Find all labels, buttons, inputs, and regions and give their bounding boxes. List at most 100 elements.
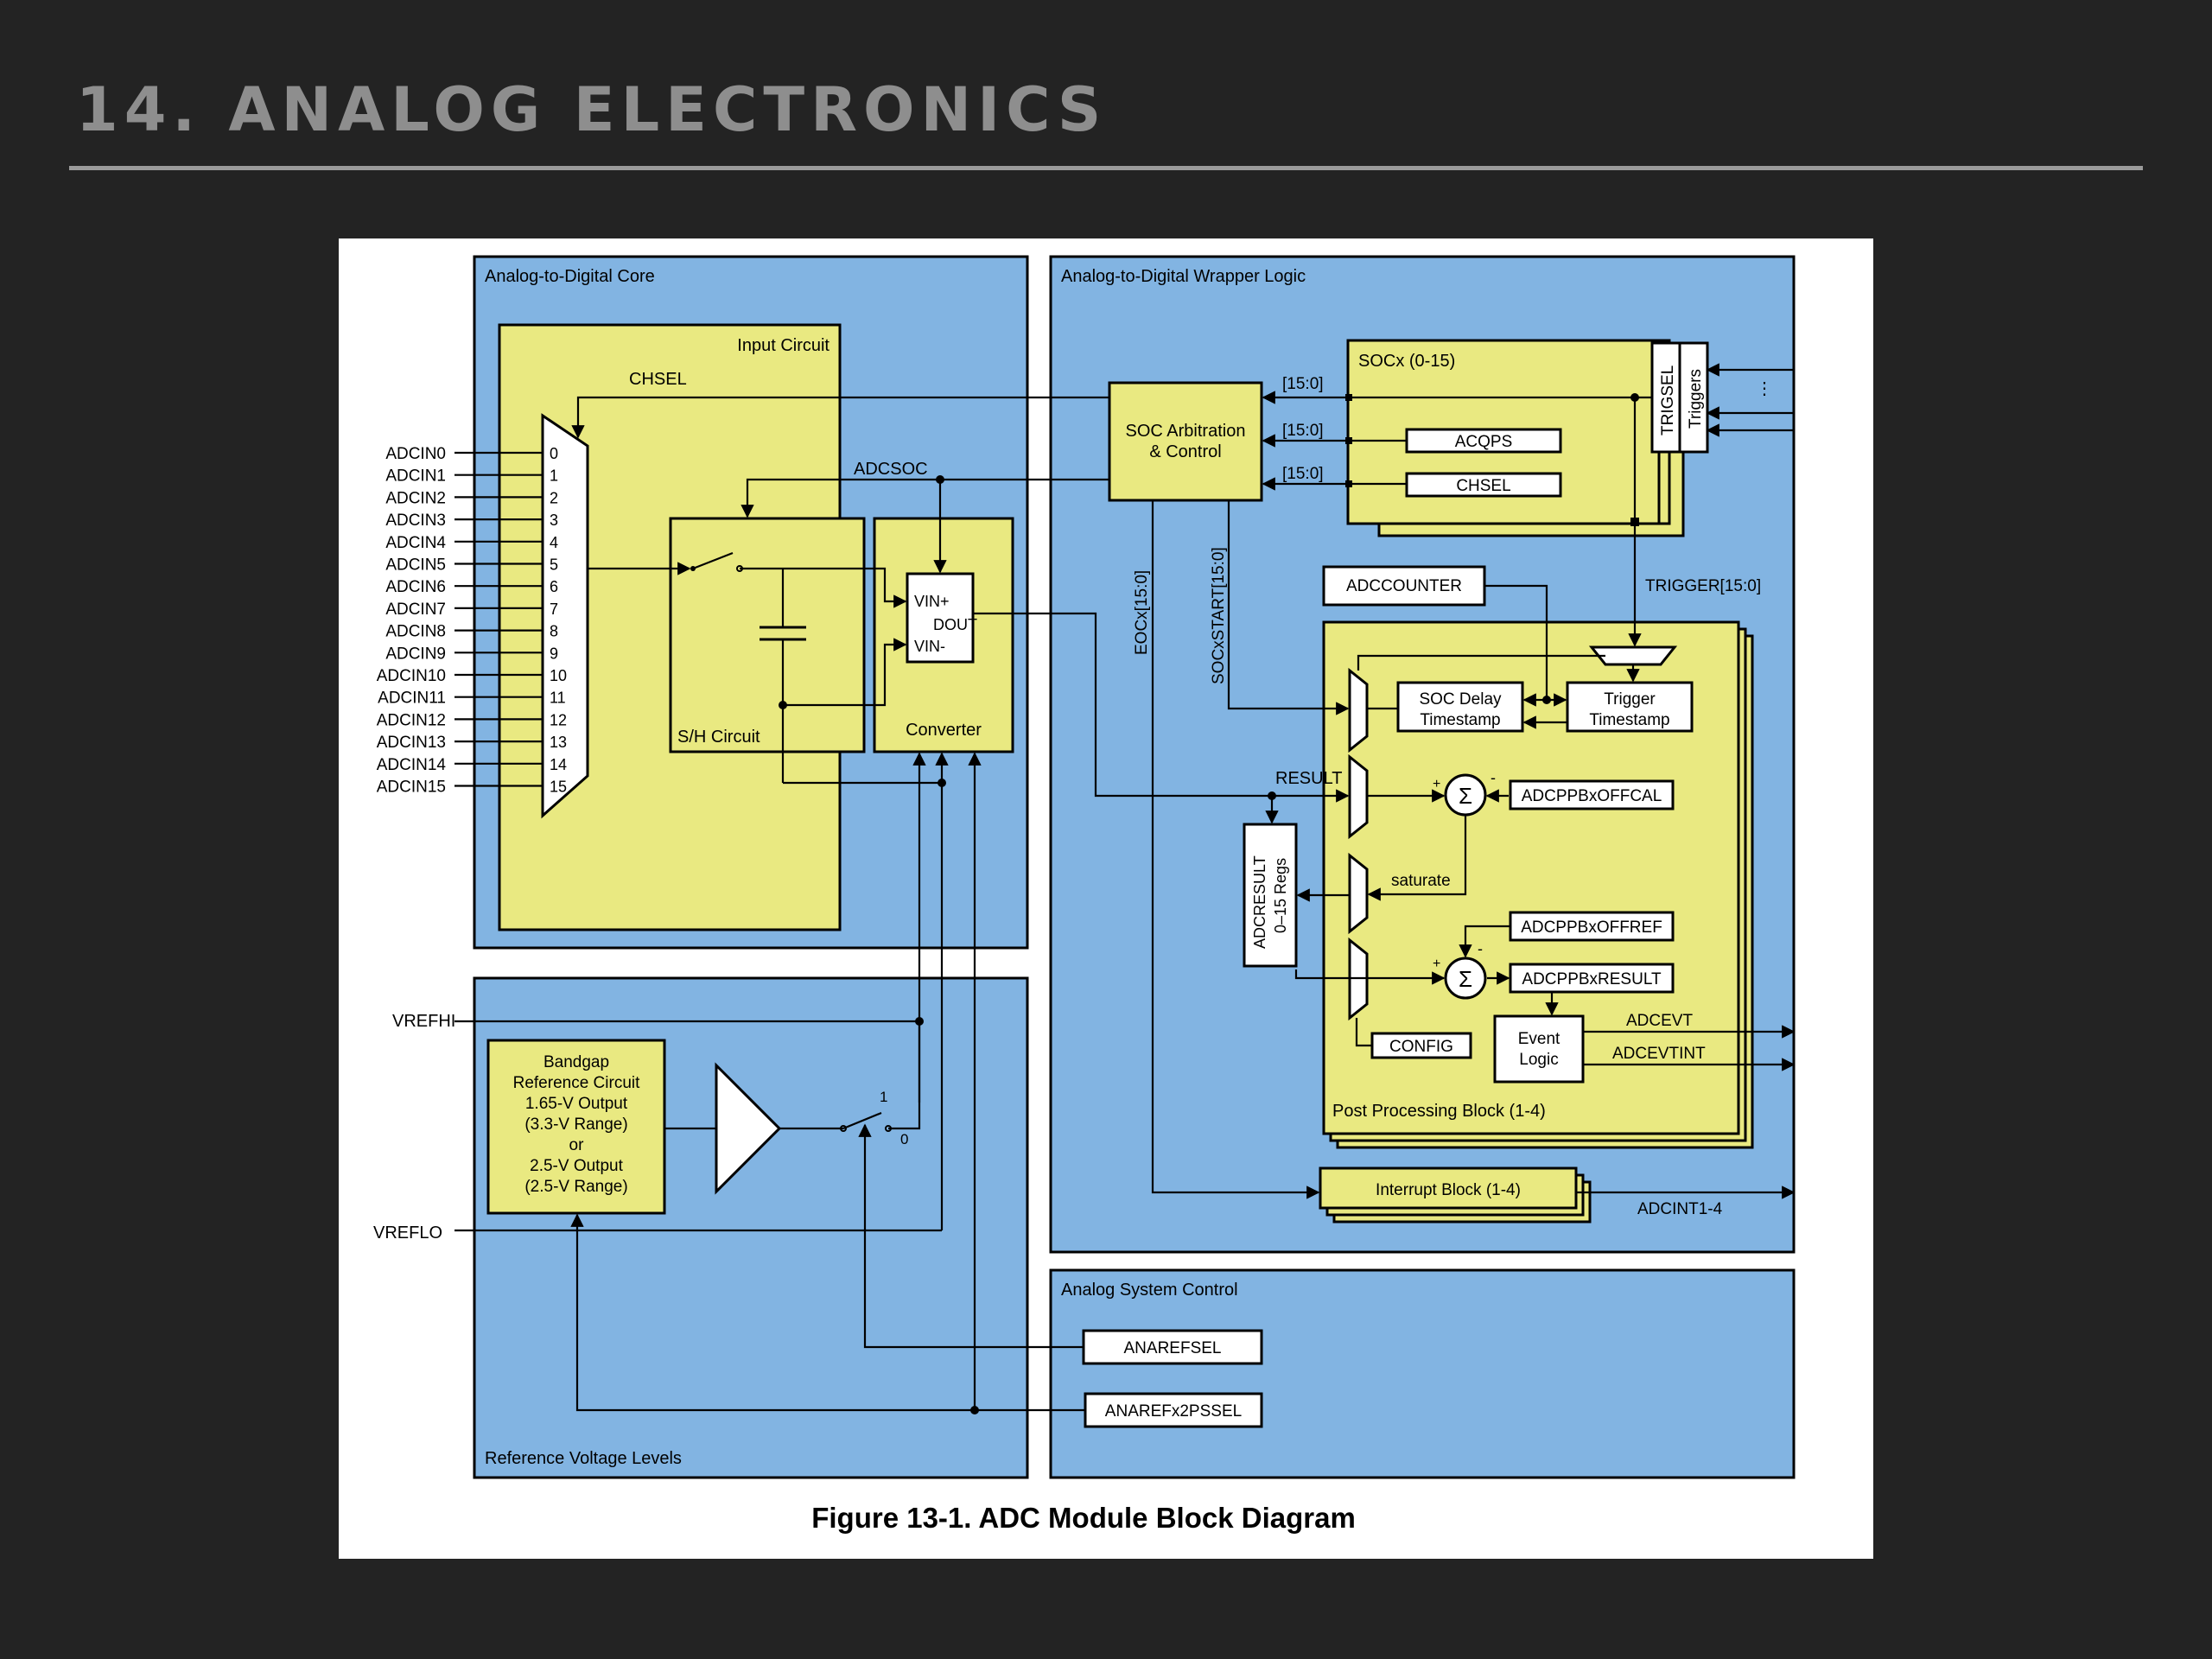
mux-input-label: ADCIN10 bbox=[377, 667, 446, 685]
sum1-plus: + bbox=[1433, 777, 1440, 791]
chsel-label: CHSEL bbox=[629, 370, 687, 389]
soc-arbitration-box bbox=[1108, 381, 1263, 502]
adcint-label: ADCINT1-4 bbox=[1637, 1200, 1723, 1218]
mux-input-label: ADCIN8 bbox=[385, 623, 446, 641]
adcevt-label: ADCEVT bbox=[1626, 1012, 1693, 1030]
mux-channel-number: 13 bbox=[550, 734, 567, 751]
bandgap-line: Bandgap bbox=[543, 1053, 609, 1071]
adcsoc-label: ADCSOC bbox=[854, 460, 928, 479]
figure-caption: Figure 13-1. ADC Module Block Diagram bbox=[811, 1502, 1356, 1534]
triggers-label: Triggers bbox=[1687, 369, 1705, 429]
ppb-label: Post Processing Block (1-4) bbox=[1332, 1102, 1546, 1121]
analog-system-control-block: Analog System Control ANAREFSEL ANAREFx2… bbox=[1049, 1268, 1796, 1479]
trigger-timestamp-line1: Trigger bbox=[1604, 690, 1656, 709]
adc-core-block: Analog-to-Digital Core Input Circuit CHS… bbox=[377, 255, 1029, 950]
mux-input-label: ADCIN11 bbox=[378, 690, 446, 708]
mux-input-label: ADCIN3 bbox=[385, 512, 446, 530]
sigma-2: Σ bbox=[1459, 966, 1472, 992]
vreflo-label: VREFLO bbox=[373, 1224, 442, 1243]
soc-arbitration-line2: & Control bbox=[1149, 442, 1221, 461]
triggers-register bbox=[1678, 341, 1709, 454]
offref-label: ADCPPBxOFFREF bbox=[1521, 918, 1662, 937]
bandgap-line: 2.5-V Output bbox=[530, 1157, 623, 1175]
mux-channel-number: 14 bbox=[550, 756, 567, 773]
ppb-mux-1 bbox=[1348, 667, 1369, 753]
adcresult-line1: ADCRESULT bbox=[1251, 855, 1268, 949]
vin-plus-label: VIN+ bbox=[914, 593, 950, 610]
vin-minus-label: VIN- bbox=[914, 638, 945, 655]
socx-chsel-label: CHSEL bbox=[1456, 477, 1510, 495]
soc-delay-line2: Timestamp bbox=[1420, 711, 1500, 729]
acqps-label: ACQPS bbox=[1455, 433, 1513, 451]
converter-label: Converter bbox=[906, 721, 982, 740]
soc-delay-line1: SOC Delay bbox=[1419, 690, 1502, 709]
svg-text:⋮: ⋮ bbox=[1756, 379, 1773, 398]
adcevtint-label: ADCEVTINT bbox=[1612, 1045, 1706, 1063]
analog-system-title: Analog System Control bbox=[1061, 1281, 1238, 1300]
mux-channel-number: 11 bbox=[550, 690, 566, 707]
anarefsel-label: ANAREFSEL bbox=[1124, 1339, 1222, 1357]
mux-input-label: ADCIN14 bbox=[377, 756, 447, 774]
mux-input-label: ADCIN9 bbox=[385, 645, 446, 663]
bus-label-2: [15:0] bbox=[1282, 422, 1324, 440]
mux-input-label: ADCIN0 bbox=[385, 445, 446, 463]
adc-converter-core bbox=[906, 572, 975, 664]
mux-channel-number: 3 bbox=[550, 512, 558, 529]
mux-channel-number: 4 bbox=[550, 534, 558, 551]
adc-core-title: Analog-to-Digital Core bbox=[485, 267, 655, 286]
interrupt-block-label: Interrupt Block (1-4) bbox=[1376, 1181, 1521, 1199]
sum2-plus: + bbox=[1433, 957, 1440, 971]
connection-wires: ⋮ bbox=[454, 363, 1796, 1414]
wrapper-title: Analog-to-Digital Wrapper Logic bbox=[1061, 267, 1306, 286]
mux-channel-number: 10 bbox=[550, 667, 567, 684]
result-label: RESULT bbox=[1275, 769, 1342, 788]
bandgap-line: Reference Circuit bbox=[513, 1074, 640, 1092]
reference-voltage-block: Reference Voltage Levels BandgapReferenc… bbox=[373, 976, 1029, 1479]
bandgap-line: (2.5-V Range) bbox=[524, 1178, 627, 1196]
adc-block-diagram: Analog-to-Digital Core Input Circuit CHS… bbox=[373, 255, 1796, 1534]
input-circuit-label: Input Circuit bbox=[737, 336, 830, 355]
mux-channel-number: 0 bbox=[550, 445, 558, 462]
slide-title: 14. ANALOG ELECTRONICS bbox=[76, 74, 1108, 145]
anarefx2pssel-register bbox=[1084, 1392, 1263, 1428]
mux-input-label: ADCIN1 bbox=[385, 467, 446, 486]
vrefhi-label: VREFHI bbox=[392, 1012, 455, 1031]
offcal-register bbox=[1509, 779, 1675, 810]
mux-channel-number: 1 bbox=[550, 467, 558, 485]
reference-title: Reference Voltage Levels bbox=[485, 1449, 682, 1468]
event-logic-line1: Event bbox=[1518, 1030, 1560, 1048]
mux-channel-number: 9 bbox=[550, 645, 558, 662]
trigger-select-mux bbox=[1588, 645, 1678, 666]
mux-input-label: ADCIN6 bbox=[385, 578, 446, 596]
figure-panel: Analog-to-Digital Core Input Circuit CHS… bbox=[339, 238, 1873, 1559]
saturate-label: saturate bbox=[1391, 872, 1451, 890]
sum-node-2 bbox=[1444, 957, 1487, 1000]
mux-channel-number: 7 bbox=[550, 601, 558, 618]
mux-channel-number: 5 bbox=[550, 556, 558, 574]
mux-input-label: ADCIN7 bbox=[385, 601, 446, 619]
mux-channel-number: 6 bbox=[550, 578, 558, 595]
mux-input-label: ADCIN15 bbox=[377, 779, 446, 797]
event-logic-box bbox=[1493, 1014, 1585, 1084]
mux-input-label: ADCIN13 bbox=[377, 734, 446, 752]
anarefsel-register bbox=[1082, 1329, 1263, 1365]
sh-circuit-box bbox=[669, 517, 866, 753]
ppb-result-label: ADCPPBxRESULT bbox=[1522, 970, 1662, 988]
soc-arbitration-line1: SOC Arbitration bbox=[1126, 422, 1246, 441]
adcresult-registers bbox=[1243, 823, 1298, 968]
socxstart-label: SOCxSTART[15:0] bbox=[1210, 547, 1228, 684]
sigma-1: Σ bbox=[1459, 783, 1472, 809]
eocx-label: EOCx[15:0] bbox=[1133, 570, 1151, 655]
mux-channel-number: 15 bbox=[550, 779, 567, 796]
trigger-bus-label: TRIGGER[15:0] bbox=[1645, 577, 1761, 595]
config-label: CONFIG bbox=[1389, 1038, 1453, 1056]
bus-label-3: [15:0] bbox=[1282, 465, 1324, 483]
sh-circuit-label: S/H Circuit bbox=[677, 728, 760, 747]
adcresult-line2: 0–15 Regs bbox=[1272, 858, 1289, 933]
socx-label: SOCx (0-15) bbox=[1358, 352, 1455, 371]
bandgap-line: or bbox=[569, 1136, 585, 1154]
mux-input-label: ADCIN12 bbox=[377, 711, 446, 729]
bandgap-line: (3.3-V Range) bbox=[524, 1116, 627, 1134]
event-logic-line2: Logic bbox=[1519, 1051, 1558, 1069]
